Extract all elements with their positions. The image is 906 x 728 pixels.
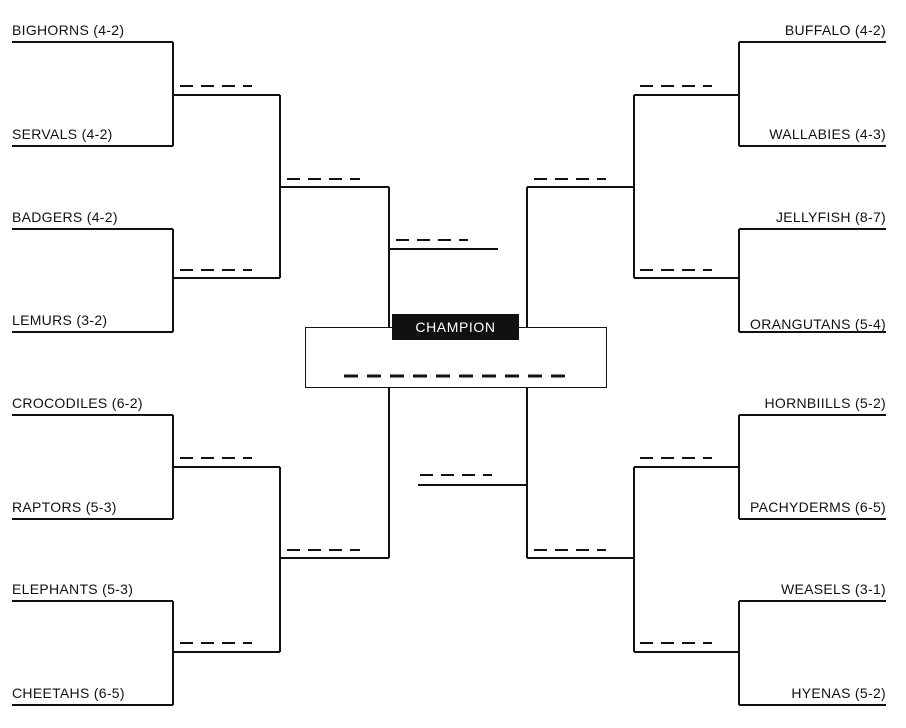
team-label-right-5: HORNBIILLS (5-2) — [764, 395, 886, 411]
team-label-left-4: LEMURS (3-2) — [12, 312, 108, 328]
champion-placeholder — [344, 374, 574, 378]
team-label-right-2: WALLABIES (4-3) — [769, 126, 886, 142]
team-label-left-2: SERVALS (4-2) — [12, 126, 113, 142]
team-label-left-8: CHEETAHS (6-5) — [12, 685, 125, 701]
team-label-right-1: BUFFALO (4-2) — [784, 22, 886, 38]
team-label-left-3: BADGERS (4-2) — [12, 209, 118, 225]
team-label-left-6: RAPTORS (5-3) — [12, 499, 117, 515]
champion-label: CHAMPION — [392, 314, 519, 340]
team-label-right-4: ORANGUTANS (5-4) — [750, 316, 886, 332]
team-label-left-7: ELEPHANTS (5-3) — [12, 581, 134, 597]
team-label-left-1: BIGHORNS (4-2) — [12, 22, 125, 38]
team-label-right-3: JELLYFISH (8-7) — [775, 209, 886, 225]
team-label-right-7: WEASELS (3-1) — [780, 581, 886, 597]
team-label-right-8: HYENAS (5-2) — [791, 685, 886, 701]
team-label-right-6: PACHYDERMS (6-5) — [749, 499, 886, 515]
team-label-left-5: CROCODILES (6-2) — [12, 395, 143, 411]
